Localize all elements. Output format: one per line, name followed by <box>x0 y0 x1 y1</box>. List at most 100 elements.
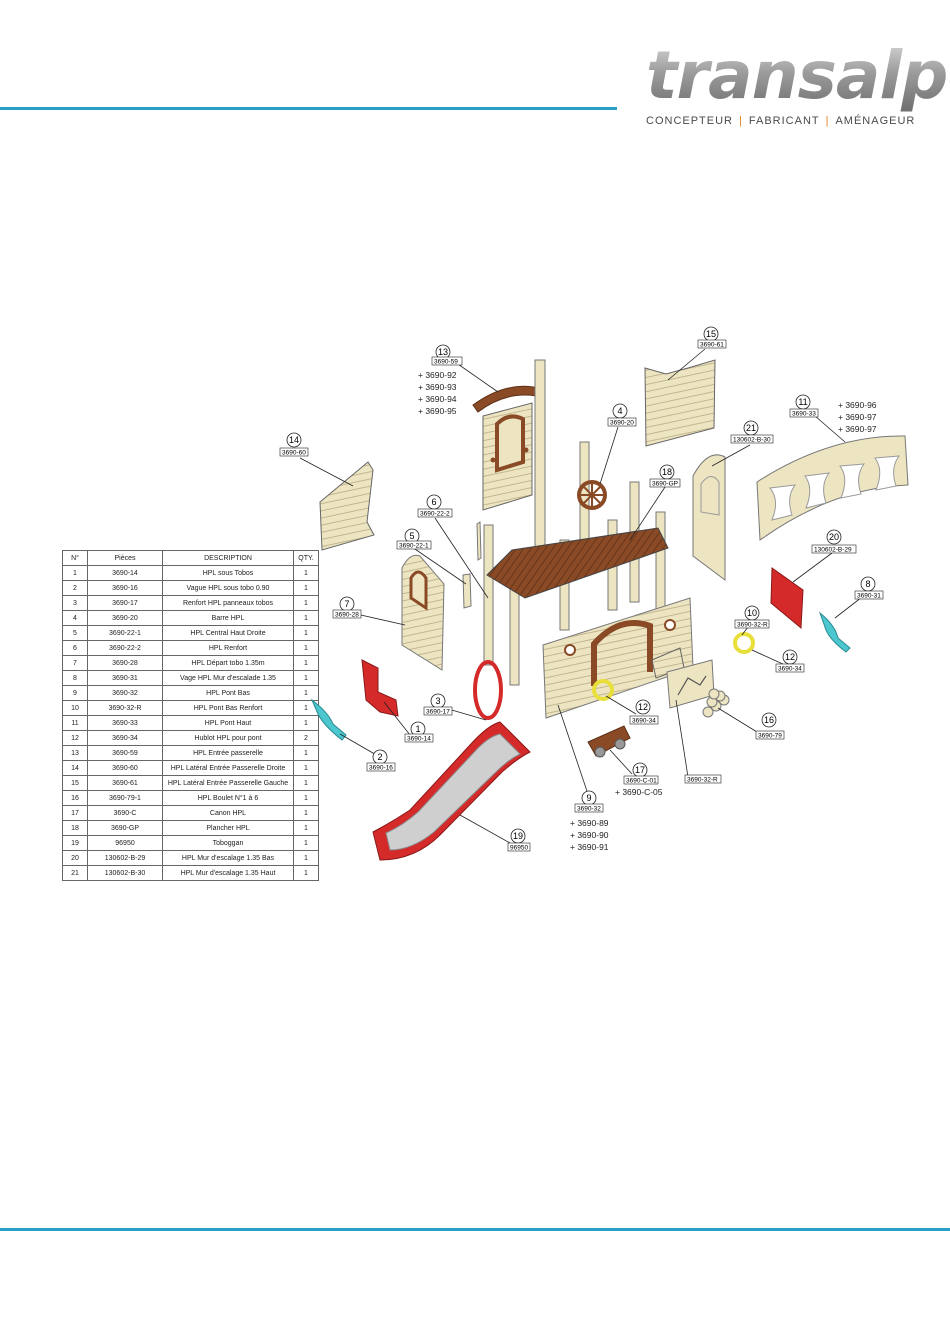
part-17-cannon <box>587 725 631 758</box>
part-12-porthole <box>592 679 614 701</box>
extra-refs-9: + 3690-89 + 3690-90 + 3690-91 <box>570 818 609 852</box>
tagline-amenageur: AMÉNAGEUR <box>835 115 916 127</box>
tagline-separator: | <box>825 115 830 127</box>
callout-ref: 96950 <box>510 845 528 852</box>
tagline-concepteur: CONCEPTEUR <box>646 115 734 127</box>
callout: 21 130602-B-30 <box>730 420 774 444</box>
part-4-ship-wheel <box>577 480 607 510</box>
callout-number: 3 <box>435 696 440 706</box>
callout-number: 8 <box>865 579 870 589</box>
callout: 19 96950 <box>507 828 531 852</box>
callout-number: 17 <box>635 765 645 775</box>
extra-ref: + 3690-C-05 <box>615 787 663 797</box>
transalp-logo: transalp CONCEPTEUR | FABRICANT | AMÉNAGEUR <box>640 40 948 130</box>
extra-refs-13: + 3690-92 + 3690-93 + 3690-94 + 3690-95 <box>418 370 457 416</box>
callout: 13 3690-59 <box>431 344 463 366</box>
part-21-climbing-wall-high <box>692 454 726 581</box>
tagline-separator: | <box>739 115 743 127</box>
part-18-deck-floor <box>486 527 669 599</box>
callout-number: 2 <box>377 752 382 762</box>
callout-ref: 3690-C-01 <box>626 778 657 785</box>
part-8-wave <box>818 611 851 653</box>
part-13-entrance-panel <box>472 385 546 511</box>
callout-number: 14 <box>289 435 299 445</box>
callout: 3 3690-17 <box>423 693 453 716</box>
part-9-low-bridge-panel <box>542 597 694 719</box>
part-14-lateral-panel <box>319 461 375 551</box>
part-7-slide-start-panel <box>401 554 445 671</box>
footer-accent-rule <box>0 1228 950 1231</box>
callout: 12 3690-34 <box>629 699 659 725</box>
cell-qty: 1 <box>293 640 319 656</box>
callout: 5 3690-22-1 <box>396 528 432 550</box>
callout-number: 5 <box>409 531 414 541</box>
callout-ref: 3690-59 <box>434 359 458 366</box>
callout-number: 7 <box>344 599 349 609</box>
callout-ref: 3690-22-1 <box>399 543 429 550</box>
part-6-reinforcement <box>476 521 482 561</box>
extra-ref: + 3690-96 <box>838 400 877 410</box>
callout-number: 12 <box>785 652 795 662</box>
callout-ref: 3690-34 <box>632 718 656 725</box>
extra-ref: + 3690-91 <box>570 842 609 852</box>
callout-ref: 3690-22-2 <box>420 511 450 518</box>
callout-number: 4 <box>617 406 622 416</box>
callout-ref: 130602-B-30 <box>733 437 771 444</box>
callout-ref: 3690-79 <box>758 733 782 740</box>
callout-number: 1 <box>415 724 420 734</box>
part-1-under-slide <box>361 659 399 717</box>
callout-ref-extra: 3690-32-R <box>684 774 722 784</box>
extra-refs-11: + 3690-96 + 3690-97 + 3690-97 <box>838 400 877 434</box>
callout: 9 3690-32 <box>574 790 604 813</box>
callout-ref: 3690-17 <box>426 709 450 716</box>
header-accent-rule <box>0 107 617 110</box>
extra-ref: + 3690-95 <box>418 406 457 416</box>
tagline-fabricant: FABRICANT <box>748 115 820 127</box>
callout-ref: 3690-32 <box>577 806 601 813</box>
callout-number: 15 <box>706 329 716 339</box>
callout-ref: 3690-28 <box>335 612 359 619</box>
extra-ref: + 3690-94 <box>418 394 457 404</box>
callout-ref: 130602-B-29 <box>814 547 852 554</box>
callout: 7 3690-28 <box>332 596 362 619</box>
extra-ref: + 3690-93 <box>418 382 457 392</box>
extra-ref: + 3690-97 <box>838 412 877 422</box>
part-12-porthole <box>733 632 755 654</box>
callout-number: 21 <box>746 423 756 433</box>
callout-ref: 3690-31 <box>857 593 881 600</box>
part-19-slide <box>372 721 531 861</box>
callout-number: 13 <box>438 347 448 357</box>
extra-ref: + 3690-89 <box>570 818 609 828</box>
callout-number: 18 <box>662 467 672 477</box>
callout-number: 19 <box>513 831 523 841</box>
extra-refs-17: + 3690-C-05 <box>615 787 663 797</box>
part-3-reinforcement-ring <box>473 660 503 720</box>
part-11-high-railing <box>756 435 909 541</box>
part-5-center-panel <box>462 573 472 609</box>
callout-number: 9 <box>586 793 591 803</box>
cell-qty: 1 <box>293 865 319 881</box>
logo-wordmark: transalp <box>646 37 948 114</box>
callout-number: 12 <box>638 702 648 712</box>
logo-tagline: CONCEPTEUR | FABRICANT | AMÉNAGEUR <box>646 115 915 127</box>
callout: 8 3690-31 <box>854 576 884 600</box>
